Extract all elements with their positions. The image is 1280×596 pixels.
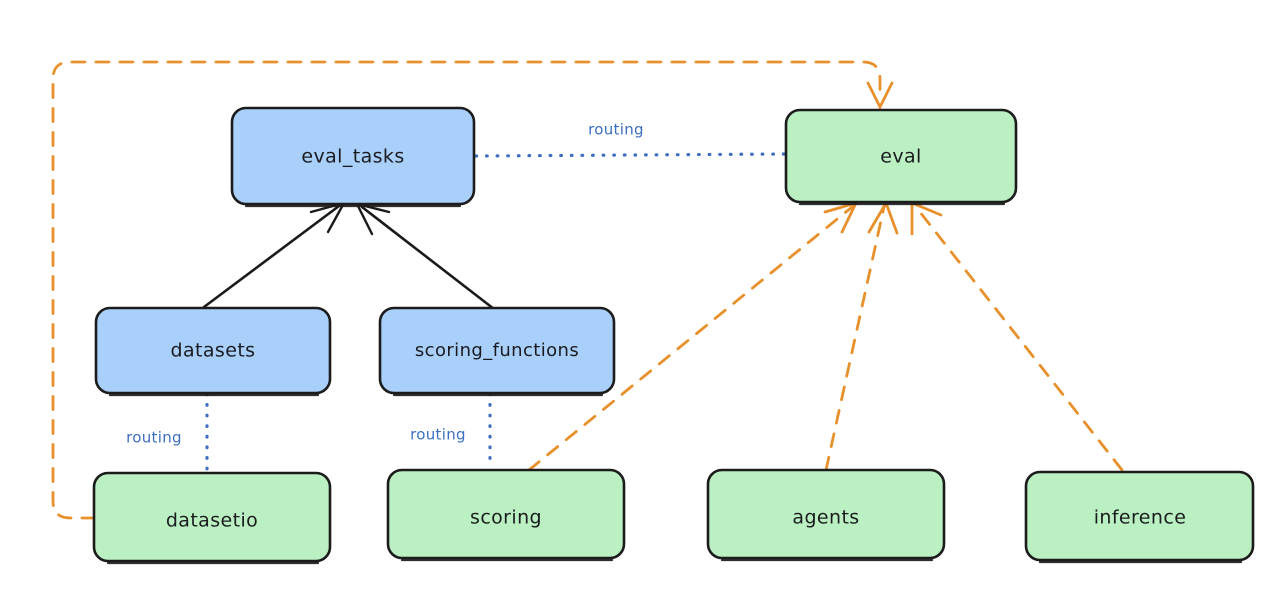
node-label: scoring <box>470 507 542 529</box>
edge-eval_tasks-eval <box>474 152 786 158</box>
edge-agents-eval <box>824 199 899 472</box>
node-shape[interactable] <box>784 108 1018 204</box>
node-shape[interactable] <box>1024 470 1255 562</box>
node-shape[interactable] <box>94 306 332 395</box>
node-shape[interactable] <box>706 468 946 560</box>
edge-path <box>202 204 341 309</box>
arrow-head-icon <box>867 199 899 235</box>
edge-path <box>527 205 854 472</box>
node-label: agents <box>792 507 859 529</box>
node-shape[interactable] <box>386 468 626 560</box>
edge-path <box>360 205 496 311</box>
node-scoring[interactable]: scoring <box>386 468 626 562</box>
edge-label-routing-scoring-functions: routing <box>410 426 466 444</box>
node-shape[interactable] <box>230 106 476 206</box>
node-datasets[interactable]: datasets <box>94 306 332 397</box>
node-shape[interactable] <box>92 471 332 563</box>
node-label: scoring_functions <box>415 340 579 361</box>
node-label: inference <box>1094 507 1187 529</box>
node-label: datasets <box>171 340 256 362</box>
node-label: eval <box>880 146 921 168</box>
edge-scoring_functions-eval_tasks <box>354 202 496 311</box>
node-agents[interactable]: agents <box>706 468 946 562</box>
edge-datasetio-eval <box>51 60 894 520</box>
arrow-head-icon <box>354 202 391 236</box>
node-eval[interactable]: eval <box>784 108 1018 206</box>
edge-datasets-eval_tasks <box>202 201 347 309</box>
node-scoring_functions[interactable]: scoring_functions <box>378 306 616 397</box>
node-shape[interactable] <box>378 306 616 395</box>
edge-path <box>824 205 886 472</box>
node-label: eval_tasks <box>301 146 404 168</box>
edge-path <box>51 60 882 520</box>
node-eval_tasks[interactable]: eval_tasks <box>230 106 476 208</box>
node-label: datasetio <box>166 510 258 532</box>
edge-label-routing-top: routing <box>588 121 644 139</box>
edge-label-routing-datasets: routing <box>126 429 182 447</box>
node-inference[interactable]: inference <box>1024 470 1255 564</box>
edge-inference-eval <box>910 200 1124 472</box>
edge-path <box>914 205 1124 472</box>
node-datasetio[interactable]: datasetio <box>92 471 332 565</box>
arrow-head-icon <box>866 81 894 111</box>
